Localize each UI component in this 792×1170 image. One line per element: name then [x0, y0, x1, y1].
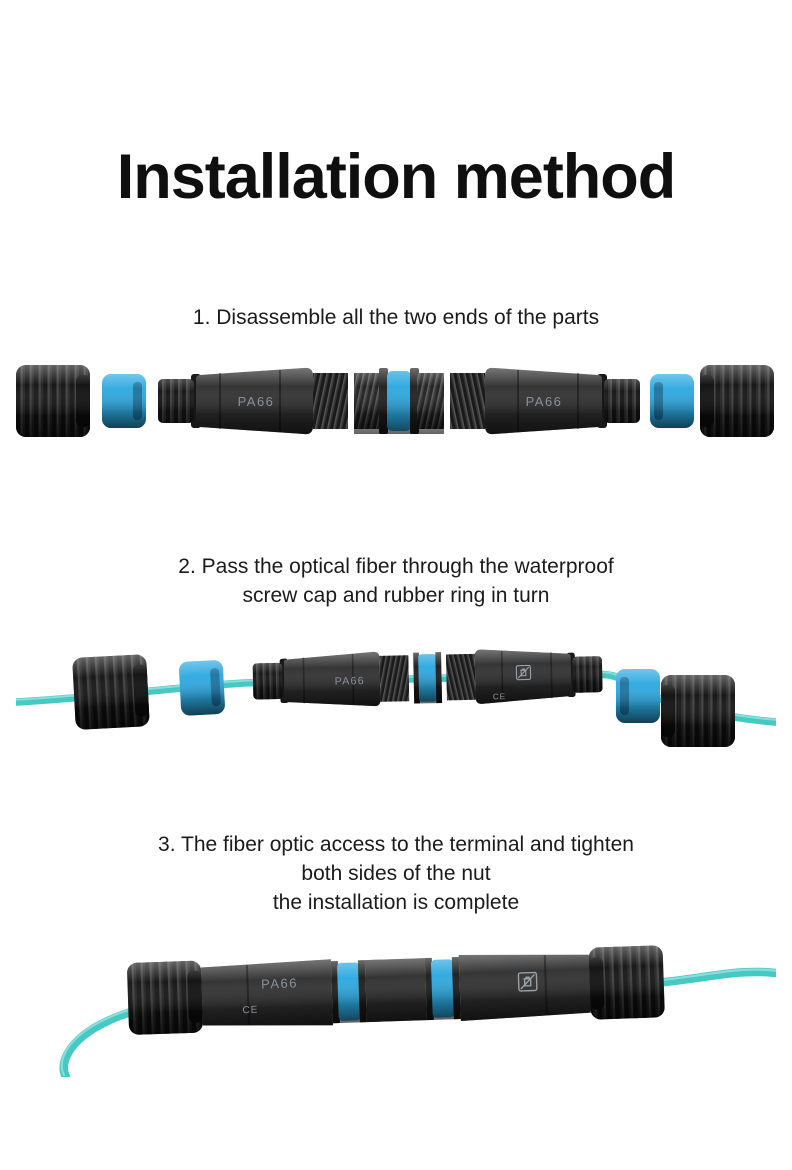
end-cap-left: [126, 960, 204, 1035]
ce-marking: CE: [242, 1005, 258, 1017]
step1-caption-line1: 1. Disassemble all the two ends of the p…: [192, 306, 600, 329]
middle-coupler: [354, 368, 444, 434]
fiber-cable-right-sheen: [654, 968, 776, 982]
pa66-marking: PA66: [526, 394, 563, 409]
seal-ring-left: [102, 374, 146, 428]
step1-caption: 1. Disassemble all the two ends of the p…: [193, 303, 599, 332]
seal-band-left: [330, 960, 367, 1024]
pa66-marking: PA66: [261, 975, 298, 991]
connector-body-right: [458, 954, 591, 1021]
connector-body-left: [200, 959, 333, 1026]
step3-caption: 3. The fiber optic access to the termina…: [158, 830, 634, 917]
ce-marking: CE: [493, 692, 506, 701]
end-cap-right: [588, 945, 665, 1020]
end-cap-right: [661, 675, 735, 747]
step2-illustration: PA66 CE: [16, 646, 776, 747]
assembled-connector: PA66 CE: [126, 945, 665, 1035]
step2-caption-line1: 2. Pass the optical fiber through the wa…: [178, 555, 614, 578]
fiber-cable-right: [651, 967, 776, 988]
step1-illustration: PA66 PA66: [16, 365, 774, 437]
connector-half-right: PA66: [449, 366, 641, 436]
page-title: Installation method: [116, 142, 677, 212]
step3-caption-line3: the installation is complete: [272, 891, 520, 914]
seal-ring-right: [616, 669, 660, 723]
pa66-marking: PA66: [238, 394, 275, 409]
step3-illustration: PA66 CE: [59, 945, 776, 1077]
step3-caption-line1: 3. The fiber optic access to the termina…: [158, 833, 634, 856]
seal-band-right: [424, 957, 461, 1021]
step2-caption-line2: screw cap and rubber ring in turn: [242, 584, 550, 607]
pa66-marking: PA66: [335, 675, 365, 688]
seal-ring-left: [178, 659, 226, 716]
step3-caption-line2: both sides of the nut: [301, 862, 491, 885]
connector-half-left: PA66: [157, 366, 349, 436]
connector-assembly: PA66 CE: [251, 646, 604, 710]
end-cap-left: [72, 654, 150, 730]
connector-center: [364, 958, 427, 1023]
step2-caption: 2. Pass the optical fiber through the wa…: [178, 552, 613, 610]
end-cap-right: [700, 365, 774, 437]
end-cap-left: [16, 365, 90, 437]
seal-ring-right: [650, 374, 694, 428]
